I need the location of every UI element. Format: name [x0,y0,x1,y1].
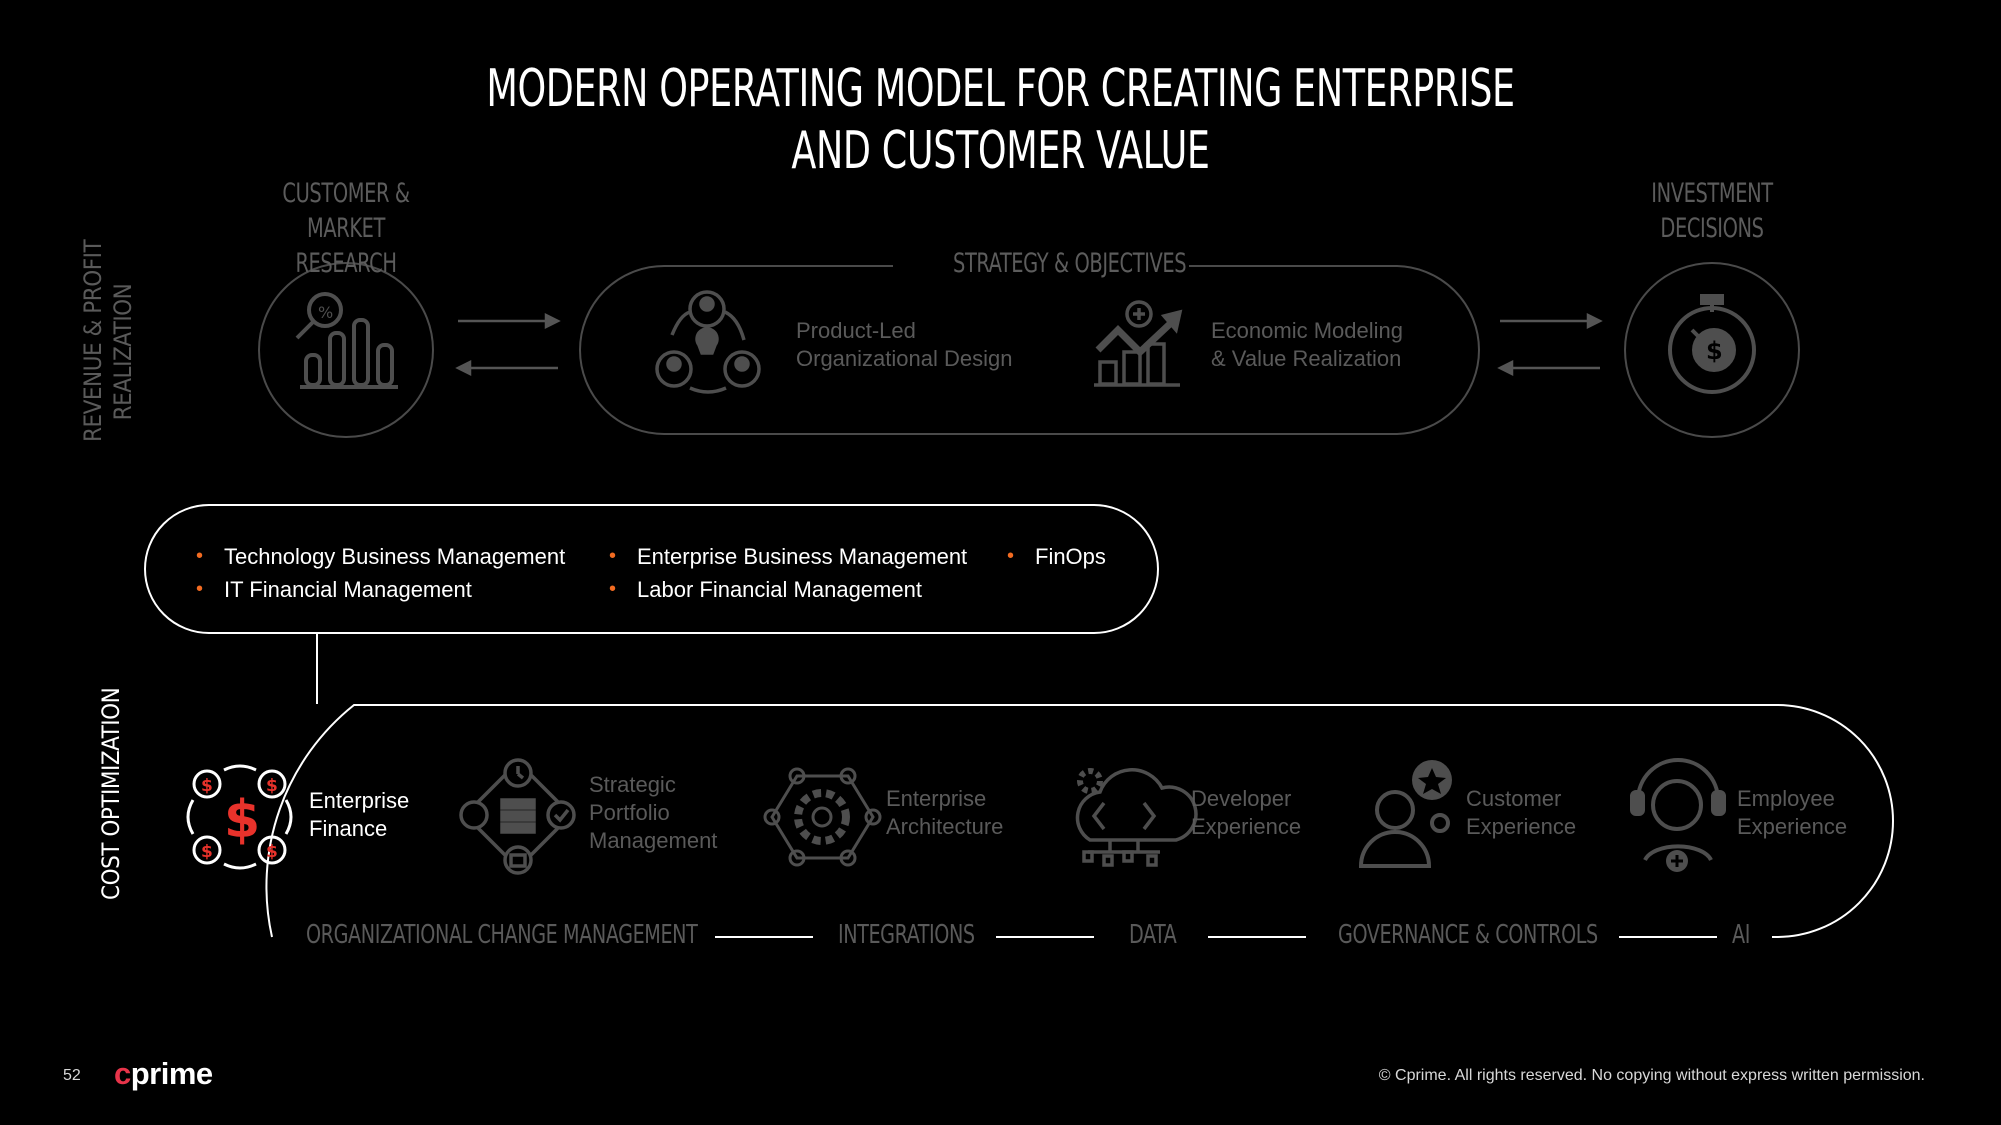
capability-line: Architecture [886,814,1004,839]
page-number: 52 [63,1067,81,1084]
svg-text:$: $ [224,790,260,850]
foundation-governance: GOVERNANCE & CONTROLS [1338,920,1598,950]
copyright-text: © Cprime. All rights reserved. No copyin… [1378,1067,1925,1084]
capability-line: Portfolio [589,800,670,825]
foundation-ocm: ORGANIZATIONAL CHANGE MANAGEMENT [306,920,698,950]
practice-item: Labor Financial Management [609,573,967,606]
logo-c: c [114,1056,131,1091]
capability-line: Enterprise [886,786,987,811]
practice-item: Enterprise Business Management [609,540,967,573]
svg-text:$: $ [1706,337,1723,365]
logo-rest: prime [130,1056,213,1091]
economic-modeling-line-1: Economic Modeling [1211,318,1403,343]
practices-column-2: Enterprise Business Management Labor Fin… [609,540,967,606]
title-line-1: MODERN OPERATING MODEL FOR CREATING ENTE… [486,59,1515,119]
practice-item: FinOps [1007,540,1106,573]
arrows-right [1497,312,1603,377]
capability-line: Finance [309,816,388,841]
customer-research-line-1: CUSTOMER & [282,178,410,209]
dollar-cycle-icon: $ $ $ $ $ [186,764,293,870]
practices-column-1: Technology Business Management IT Financ… [196,540,565,606]
strategy-heading: STRATEGY & OBJECTIVES [953,248,1187,279]
svg-text:%: % [318,303,333,322]
customer-research-heading: CUSTOMER & MARKET RESEARCH [258,176,434,281]
capability-developer-experience: Developer Experience [1191,785,1301,841]
foundation-data: DATA [1129,920,1177,950]
arrows-left [455,312,561,377]
customer-star-icon [1358,760,1452,868]
investment-heading: INVESTMENT DECISIONS [1624,176,1800,246]
product-led-design-label: Product-Led Organizational Design [796,317,1012,373]
investment-circle [1624,262,1800,438]
capability-employee-experience: Employee Experience [1737,785,1847,841]
product-led-line-2: Organizational Design [796,346,1013,371]
capability-line: Strategic [589,772,676,797]
investment-line-1: INVESTMENT [1651,178,1773,209]
product-led-line-1: Product-Led [796,318,916,343]
cprime-logo: cprime [114,1056,213,1092]
capability-enterprise-finance: Enterprise Finance [309,787,409,843]
practices-box: Technology Business Management IT Financ… [144,504,1159,634]
stopwatch-dollar-icon: $ [1668,294,1756,394]
practice-item: Technology Business Management [196,540,565,573]
foundation-ai: AI [1732,920,1750,950]
svg-text:$: $ [266,842,278,862]
customer-research-line-2: MARKET RESEARCH [295,213,397,279]
capability-enterprise-architecture: Enterprise Architecture [886,785,1003,841]
portfolio-icon [459,758,576,875]
team-idea-icon [655,290,761,394]
capability-line: Developer [1191,786,1292,811]
svg-text:$: $ [201,776,213,796]
capability-line: Customer [1466,786,1562,811]
capabilities-pill [265,704,1894,938]
cloud-code-icon [1075,768,1198,867]
capability-line: Experience [1191,814,1302,839]
capability-line: Experience [1466,814,1577,839]
practices-column-3: FinOps [1007,540,1106,573]
svg-text:$: $ [201,842,213,862]
gear-network-icon [763,767,882,867]
capability-customer-experience: Customer Experience [1466,785,1576,841]
strategy-pill [579,265,1480,435]
svg-text:$: $ [266,776,278,796]
capability-strategic-portfolio: Strategic Portfolio Management [589,771,717,855]
practice-item: IT Financial Management [196,573,565,606]
growth-chart-icon [1094,300,1183,387]
customer-research-circle [258,262,434,438]
capability-line: Management [589,828,718,853]
economic-modeling-label: Economic Modeling & Value Realization [1211,317,1403,373]
foundation-integrations: INTEGRATIONS [838,920,975,950]
economic-modeling-line-2: & Value Realization [1211,346,1402,371]
capability-line: Enterprise [309,788,410,813]
page-title: MODERN OPERATING MODEL FOR CREATING ENTE… [220,58,1781,182]
market-research-chart-icon: % [295,292,398,389]
investment-line-2: DECISIONS [1660,213,1764,244]
title-line-2: AND CUSTOMER VALUE [791,121,1210,181]
headset-person-icon [1630,758,1726,872]
capability-line: Experience [1737,814,1848,839]
capability-line: Employee [1737,786,1835,811]
